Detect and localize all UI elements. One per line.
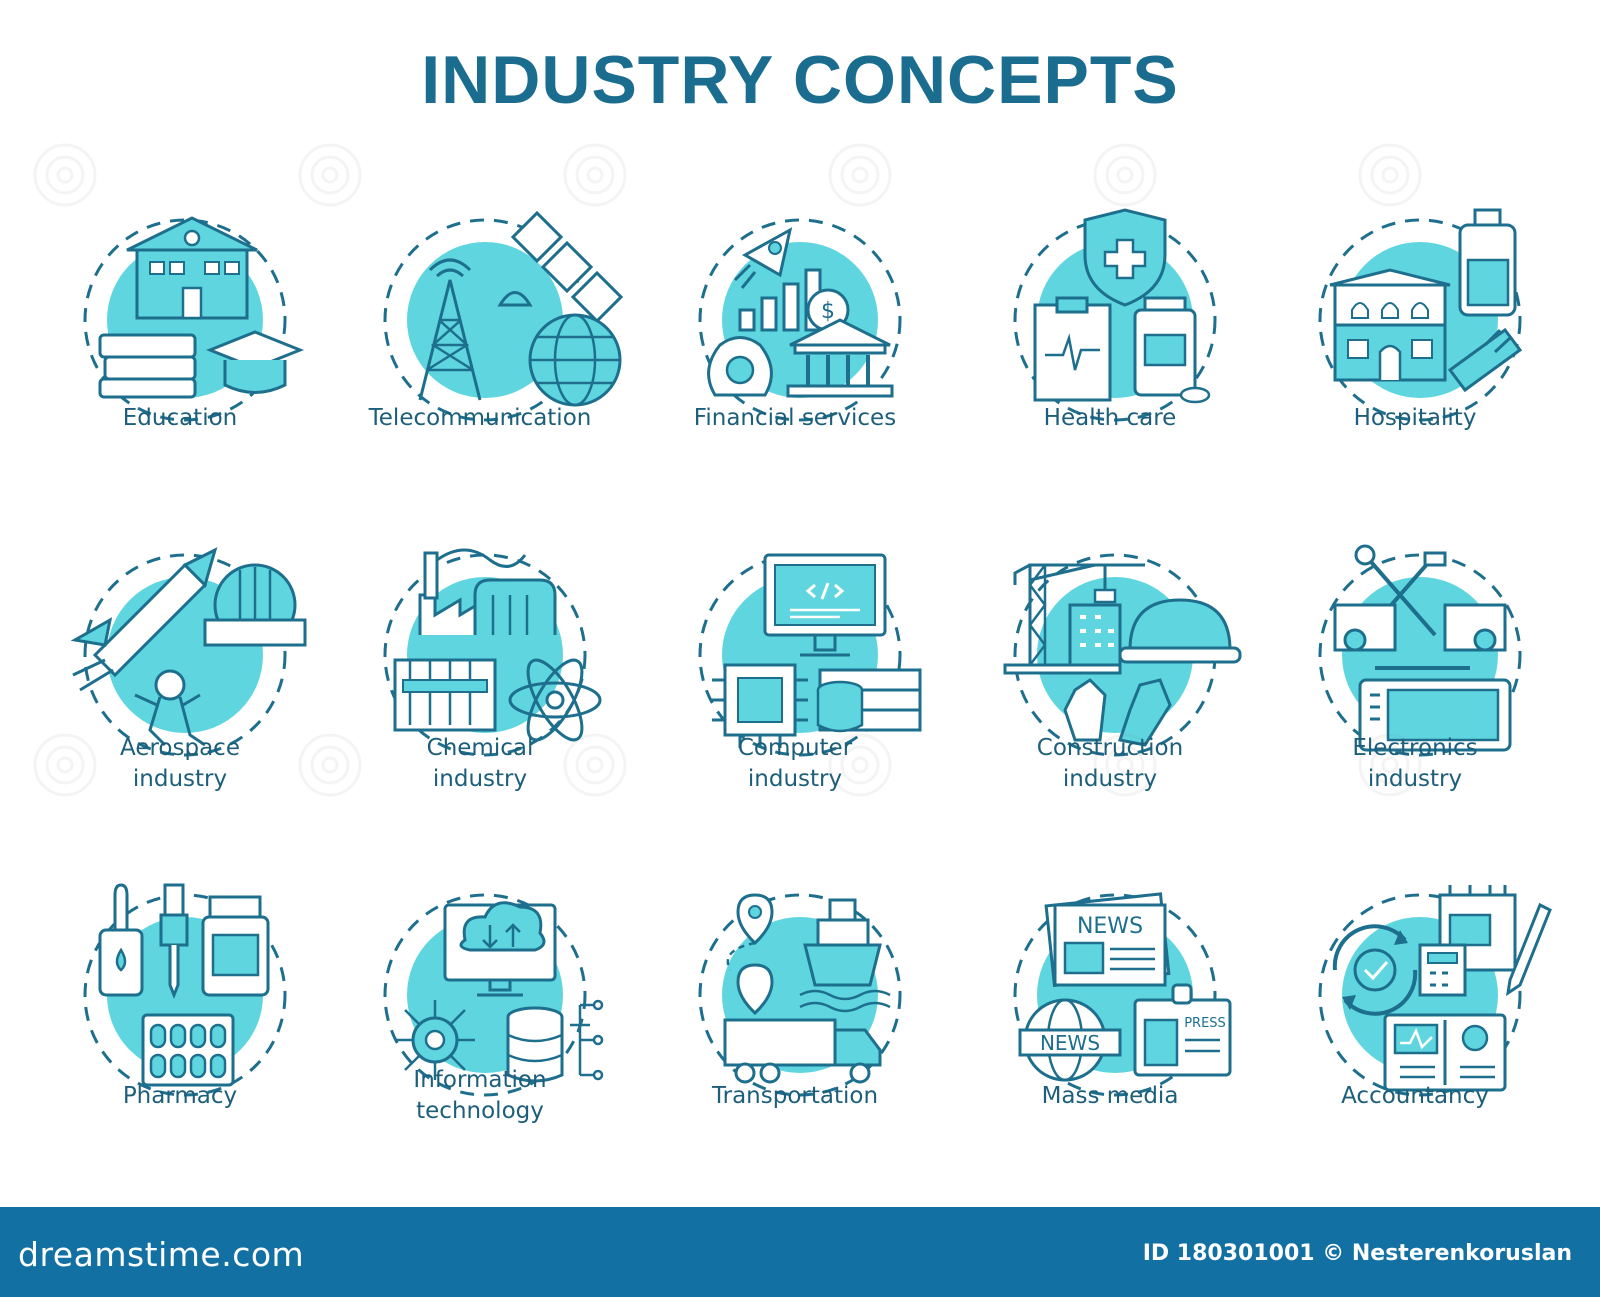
chemical-icon xyxy=(383,548,602,757)
concept-label: Accountancy xyxy=(1341,1083,1489,1109)
health-care-icon xyxy=(1013,208,1217,422)
concept-label: Construction industry xyxy=(1036,735,1184,792)
concept-label: Information technology xyxy=(413,1067,547,1124)
education-icon xyxy=(83,216,305,422)
concept-label: Telecommunication xyxy=(368,405,592,431)
transportation-icon xyxy=(698,893,902,1097)
concept-tile xyxy=(35,165,335,465)
concept-tile xyxy=(1270,165,1570,465)
concept-label: Health care xyxy=(1043,405,1177,431)
concept-label: Financial services xyxy=(693,405,897,431)
concept-label: Transportation xyxy=(711,1083,879,1109)
news-headline-text: NEWS xyxy=(1077,914,1143,939)
mass-media-icon: NEWS NEWS PRESS xyxy=(1013,892,1232,1097)
concept-label: Pharmacy xyxy=(122,1083,238,1109)
footer-credit: ID 180301001 © Nesterenkoruslan xyxy=(1142,1241,1572,1266)
concept-label: Mass media xyxy=(1041,1083,1179,1109)
concept-tile xyxy=(335,840,635,1140)
concept-tile xyxy=(965,500,1265,800)
concept-tile xyxy=(1270,500,1570,800)
news-globe-text: NEWS xyxy=(1040,1031,1100,1055)
concept-label: Electronics industry xyxy=(1352,735,1478,792)
concept-tile xyxy=(335,165,635,465)
hospitality-icon xyxy=(1318,208,1523,422)
svg-text:$: $ xyxy=(821,299,835,324)
financial-services-icon: $ xyxy=(698,218,902,422)
concept-tile xyxy=(335,500,635,800)
concept-tile xyxy=(650,500,950,800)
footer-brand[interactable]: dreamstime.com xyxy=(18,1235,305,1274)
press-badge-text: PRESS xyxy=(1184,1016,1226,1031)
page-title: INDUSTRY CONCEPTS xyxy=(421,42,1179,118)
concept-label: Education xyxy=(122,405,238,431)
footer-bar: dreamstime.com ID 180301001 © Nesterenko… xyxy=(0,1207,1600,1297)
concept-tile: NEWS NEWS PRESS xyxy=(965,840,1265,1140)
information-technology-icon xyxy=(383,893,604,1097)
construction-icon xyxy=(1003,553,1242,757)
accountancy-icon xyxy=(1318,885,1552,1097)
pharmacy-icon xyxy=(83,883,287,1097)
aerospace-icon xyxy=(70,547,307,757)
concept-label: Chemical industry xyxy=(426,735,534,792)
concept-tile: $ xyxy=(650,165,950,465)
concept-label: Aerospace industry xyxy=(120,735,240,792)
concept-label: Hospitality xyxy=(1353,405,1477,431)
electronics-icon xyxy=(1318,544,1522,757)
concept-tile xyxy=(35,500,335,800)
concept-tile xyxy=(1270,840,1570,1140)
computer-icon xyxy=(698,553,922,757)
telecommunication-icon xyxy=(383,210,624,422)
concept-tile xyxy=(650,840,950,1140)
concept-label: Computer industry xyxy=(737,735,853,792)
concept-tile xyxy=(35,840,335,1140)
concept-grid: Education Telecommunication $ Financial … xyxy=(35,165,1570,1140)
concept-tile xyxy=(965,165,1265,465)
